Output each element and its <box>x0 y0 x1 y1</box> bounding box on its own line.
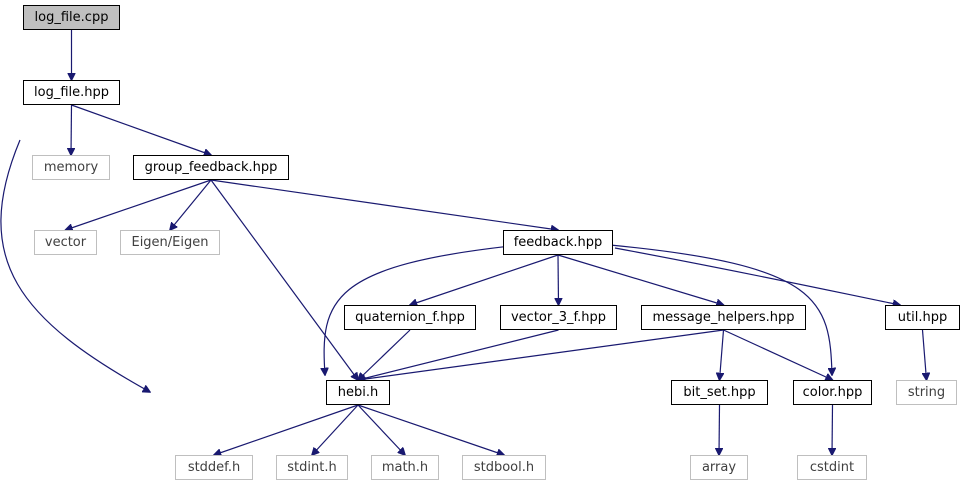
edge-feedback-hpp-to-util-hpp <box>614 247 900 305</box>
edge-feedback-hpp-to-hebi-h <box>324 244 521 375</box>
edge-color-hpp-to-cstdint <box>832 404 833 455</box>
edge-log-file-hpp-to-memory <box>71 104 72 155</box>
edge-group-feedback-hpp-to-vector <box>66 179 212 230</box>
edge-util-hpp-to-string <box>921 329 927 380</box>
edge-hebi-h-to-math-h <box>357 404 405 455</box>
node-feedback-hpp[interactable]: feedback.hpp <box>503 230 613 255</box>
dependency-edges <box>0 30 927 455</box>
node-group-feedback-hpp[interactable]: group_feedback.hpp <box>133 155 289 180</box>
edge-log-file-hpp-to-group-feedback-hpp <box>71 104 212 155</box>
node-vector[interactable]: vector <box>34 230 97 255</box>
edge-feedback-hpp-to-vector-3-f-hpp <box>558 254 559 305</box>
node-vector-3-f-hpp[interactable]: vector_3_f.hpp <box>500 305 617 330</box>
edge-message-helpers-hpp-to-hebi-h <box>358 329 724 380</box>
node-string[interactable]: string <box>896 380 957 405</box>
node-memory[interactable]: memory <box>32 155 110 180</box>
edge-group-feedback-hpp-to-eigen <box>170 179 212 230</box>
edge-feedback-hpp-to-quaternion-f-hpp <box>410 254 559 305</box>
edge-quaternion-f-hpp-to-hebi-h <box>358 329 411 380</box>
node-stdint-h[interactable]: stdint.h <box>276 455 348 480</box>
node-stddef-h[interactable]: stddef.h <box>175 455 253 480</box>
node-util-hpp[interactable]: util.hpp <box>885 305 960 330</box>
node-quaternion-f-hpp[interactable]: quaternion_f.hpp <box>344 305 476 330</box>
edge-bit-set-hpp-to-array <box>719 404 720 455</box>
node-stdbool-h[interactable]: stdbool.h <box>462 455 546 480</box>
node-log-file-cpp[interactable]: log_file.cpp <box>23 5 120 30</box>
edge-feedback-hpp-to-color-hpp <box>609 244 832 375</box>
edge-hebi-h-to-stdbool-h <box>357 404 504 455</box>
node-log-file-hpp[interactable]: log_file.hpp <box>23 80 120 105</box>
edge-group-feedback-hpp-to-feedback-hpp <box>210 179 558 230</box>
node-cstdint[interactable]: cstdint <box>797 455 867 480</box>
edge-vector-3-f-hpp-to-hebi-h <box>358 329 559 380</box>
edge-hebi-h-to-stddef-h <box>214 404 359 455</box>
node-bit-set-hpp[interactable]: bit_set.hpp <box>671 380 768 405</box>
edge-message-helpers-hpp-to-color-hpp <box>723 329 833 380</box>
node-color-hpp[interactable]: color.hpp <box>793 380 872 405</box>
node-eigen[interactable]: Eigen/Eigen <box>120 230 220 255</box>
node-message-helpers-hpp[interactable]: message_helpers.hpp <box>641 305 806 330</box>
node-math-h[interactable]: math.h <box>371 455 439 480</box>
node-array[interactable]: array <box>690 455 748 480</box>
edge-message-helpers-hpp-to-bit-set-hpp <box>720 329 725 380</box>
node-hebi-h[interactable]: hebi.h <box>326 380 390 405</box>
edge-hebi-h-to-stdint-h <box>312 404 359 455</box>
edge-feedback-hpp-to-message-helpers-hpp <box>557 254 724 305</box>
edge-log-file-hpp-to-hebi-h <box>0 139 150 392</box>
edge-group-feedback-hpp-to-hebi-h <box>210 179 358 380</box>
